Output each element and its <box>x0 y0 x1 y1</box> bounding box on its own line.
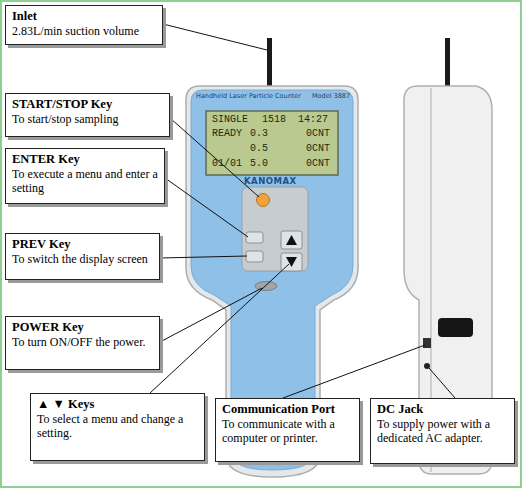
display-text: 14:27 <box>298 114 328 126</box>
display-text: 5.0 <box>250 158 268 170</box>
callout-title: START/STOP Key <box>12 97 163 112</box>
callout-box: ▲ ▼ KeysTo select a menu and change a se… <box>30 393 205 461</box>
callout-box: Communication PortTo communicate with a … <box>215 398 360 462</box>
enter-key <box>246 232 263 243</box>
callout-title: Inlet <box>12 9 156 24</box>
callout-box: POWER KeyTo turn ON/OFF the power. <box>5 316 160 370</box>
callout-box: DC JackTo supply power with a dedicated … <box>370 398 515 464</box>
leader-line <box>150 264 289 393</box>
leader-line <box>163 24 267 50</box>
callout-box: ENTER KeyTo execute a menu and enter a s… <box>5 148 165 204</box>
display-text: SINGLE <box>212 114 248 126</box>
inlet-rod <box>267 38 272 90</box>
lcd-display <box>206 111 338 175</box>
callout-title: ▲ ▼ Keys <box>37 397 198 412</box>
display-text: 1518 <box>262 114 286 126</box>
callout-title: Communication Port <box>222 402 353 417</box>
keypad <box>242 187 308 271</box>
display-text: 0.5 <box>250 143 268 155</box>
callout-title: ENTER Key <box>12 152 158 167</box>
start-key <box>257 194 270 207</box>
leader-line <box>160 256 247 258</box>
display-text: 0CNT <box>306 158 330 170</box>
leader-line <box>429 368 455 398</box>
callout-box: START/STOP KeyTo start/stop sampling <box>5 93 170 137</box>
leader-line <box>160 288 262 342</box>
product-name: Handheld Laser Particle Counter <box>196 92 301 100</box>
callout-description: To turn ON/OFF the power. <box>12 335 153 349</box>
callout-title: POWER Key <box>12 320 153 335</box>
callout-title: PREV Key <box>12 237 153 252</box>
display-text: 0.3 <box>250 128 268 140</box>
communication-port <box>423 338 431 348</box>
display-text: 0CNT <box>306 143 330 155</box>
leader-line <box>165 178 248 237</box>
device-shell <box>186 86 358 477</box>
display-text: 0CNT <box>306 128 330 140</box>
brand-logo: KANOMAX <box>244 176 297 186</box>
side-inlet-rod <box>445 38 450 90</box>
callout-description: To execute a menu and enter a setting <box>12 167 158 195</box>
callout-box: Inlet2.83L/min suction volume <box>5 5 163 45</box>
callout-title: DC Jack <box>377 402 508 417</box>
model-number: Model 3887 <box>312 92 350 100</box>
callout-description: To start/stop sampling <box>12 112 163 126</box>
display-text: 01/01 <box>212 158 242 170</box>
display-text: READY <box>212 128 242 140</box>
up-arrow <box>286 235 297 245</box>
prev-key <box>246 251 263 262</box>
up-key <box>281 231 302 249</box>
callout-description: To communicate with a computer or printe… <box>222 417 353 445</box>
leader-line <box>283 345 425 398</box>
callout-description: 2.83L/min suction volume <box>12 24 156 38</box>
callout-description: To supply power with a dedicated AC adap… <box>377 417 508 445</box>
port-cover <box>438 318 473 337</box>
callout-description: To select a menu and change a setting. <box>37 412 198 440</box>
callout-description: To switch the display screen <box>12 252 153 266</box>
callout-box: PREV KeyTo switch the display screen <box>5 233 160 280</box>
